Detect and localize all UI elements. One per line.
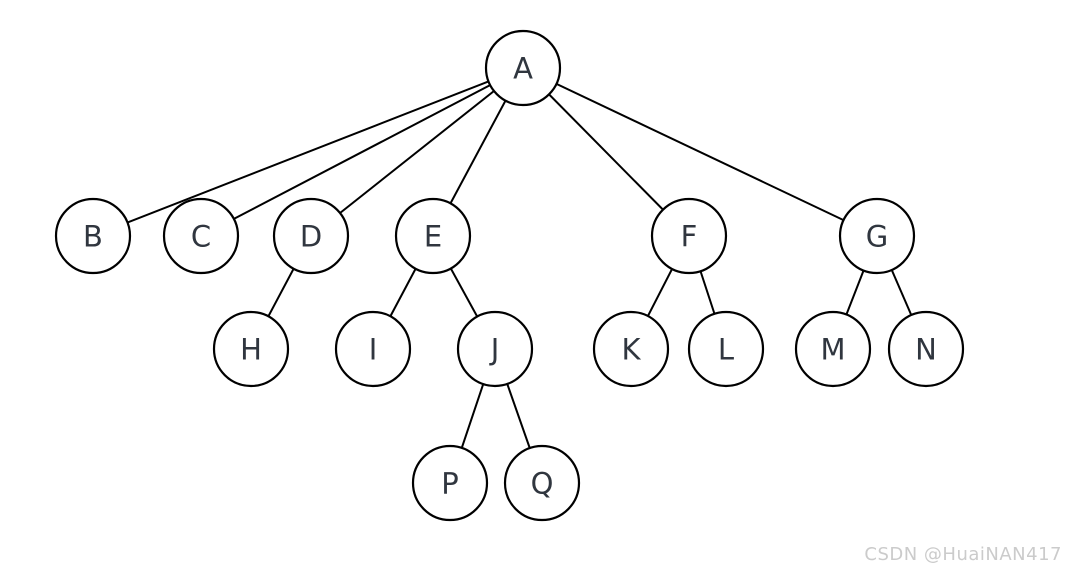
tree-node-Q: Q [503,444,581,522]
tree-node-H: H [212,310,290,388]
tree-node-G: G [838,197,916,275]
node-circle-C [162,197,240,275]
edge-A-D [310,67,524,237]
node-label-E: E [424,219,442,253]
node-label-N: N [915,332,937,366]
tree-node-D: D [272,197,350,275]
node-label-D: D [300,219,322,253]
tree-node-I: I [334,310,412,388]
tree-node-F: F [650,197,728,275]
node-circle-H [212,310,290,388]
tree-node-L: L [687,310,765,388]
tree-node-J: J [456,310,534,388]
node-circle-K [592,310,670,388]
edge-A-F [522,67,690,237]
tree-node-E: E [394,197,472,275]
node-circle-B [54,197,132,275]
tree-node-A: A [484,29,562,107]
node-label-F: F [681,219,698,253]
tree-node-N: N [887,310,965,388]
node-label-B: B [83,219,103,253]
node-label-P: P [441,466,459,500]
node-circle-Q [503,444,581,522]
tree-node-K: K [592,310,670,388]
node-circle-M [794,310,872,388]
node-label-C: C [191,219,211,253]
tree-node-C: C [162,197,240,275]
node-label-L: L [718,332,734,366]
tree-node-M: M [794,310,872,388]
edge-A-C [200,67,524,237]
node-circle-N [887,310,965,388]
watermark-text: CSDN @HuaiNAN417 [864,544,1062,565]
node-label-H: H [240,332,262,366]
node-label-K: K [621,332,641,366]
node-circle-A [484,29,562,107]
node-circle-I [334,310,412,388]
tree-node-P: P [411,444,489,522]
edge-A-G [522,67,878,237]
node-label-G: G [866,219,888,253]
node-circle-L [687,310,765,388]
node-circle-E [394,197,472,275]
node-label-Q: Q [531,466,554,500]
edge-A-B [92,67,524,237]
node-label-M: M [820,332,845,366]
node-circle-P [411,444,489,522]
node-label-I: I [369,332,378,366]
tree-node-B: B [54,197,132,275]
node-label-J: J [489,332,500,366]
node-label-A: A [513,51,533,85]
node-circle-D [272,197,350,275]
node-circle-J [456,310,534,388]
node-circle-G [838,197,916,275]
node-circle-F [650,197,728,275]
